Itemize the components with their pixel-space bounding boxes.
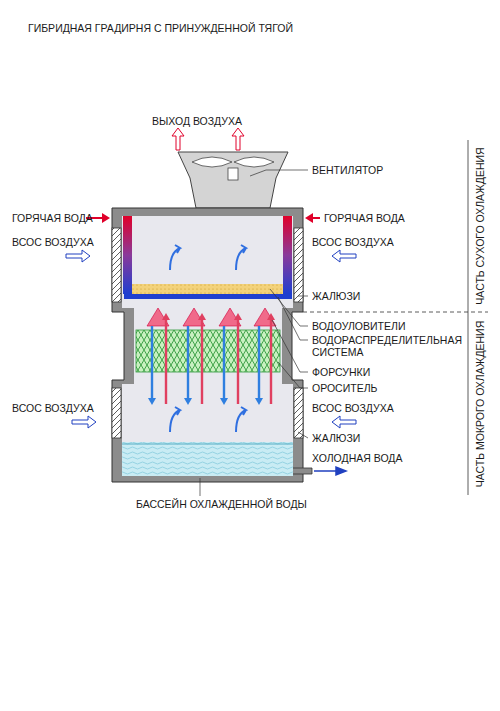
cold-water-arrow bbox=[314, 467, 346, 475]
part-label: ЖАЛЮЗИ bbox=[312, 290, 360, 302]
section-label: ЧАСТЬ МОКРОГО ОХЛАЖДЕНИЯ bbox=[474, 321, 486, 488]
part-label: ВЫХОД ВОЗДУХА bbox=[152, 115, 242, 127]
internal-air-arrows bbox=[170, 245, 246, 432]
diagram-title: ГИБРИДНАЯ ГРАДИРНЯ С ПРИНУЖДЕННОЙ ТЯГОЙ bbox=[28, 22, 293, 34]
air-exit-arrows bbox=[172, 128, 244, 150]
part-label: ГОРЯЧАЯ ВОДА bbox=[12, 212, 93, 224]
section-label: ЧАСТЬ СУХОГО ОХЛАЖДЕНИЯ bbox=[474, 147, 486, 304]
hot-water-arrows bbox=[86, 213, 320, 223]
tower-body bbox=[112, 208, 312, 482]
fan bbox=[178, 152, 288, 208]
part-label: ГОРЯЧАЯ ВОДА bbox=[324, 212, 405, 224]
part-label: ВЕНТИЛЯТОР bbox=[312, 164, 383, 176]
part-label: ВОДОУЛОВИТЕЛИ bbox=[312, 320, 405, 332]
part-label: ВСОС ВОЗДУХА bbox=[12, 236, 94, 248]
flow-arrows bbox=[148, 313, 275, 405]
drift-eliminator bbox=[132, 284, 283, 294]
part-label: ОРОСИТЕЛЬ bbox=[312, 382, 377, 394]
part-label: ВСОС ВОЗДУХА bbox=[312, 236, 394, 248]
part-label: ВОДОРАСПРЕДЕЛИТЕЛЬНАЯ СИСТЕМА bbox=[312, 334, 460, 358]
water-distribution-pipe bbox=[124, 294, 292, 299]
part-label: ВСОС ВОЗДУХА bbox=[312, 402, 394, 414]
dry-coils bbox=[123, 216, 292, 294]
section-divider bbox=[303, 140, 488, 495]
part-label: ВСОС ВОЗДУХА bbox=[12, 402, 94, 414]
leader-lines bbox=[200, 170, 308, 496]
louvers bbox=[112, 228, 303, 438]
part-label: ЖАЛЮЗИ bbox=[312, 432, 360, 444]
part-label: БАССЕЙН ОХЛАЖДЕННОЙ ВОДЫ bbox=[136, 498, 307, 510]
part-label: ФОРСУНКИ bbox=[312, 366, 370, 378]
part-label: ХОЛОДНАЯ ВОДА bbox=[312, 452, 402, 464]
